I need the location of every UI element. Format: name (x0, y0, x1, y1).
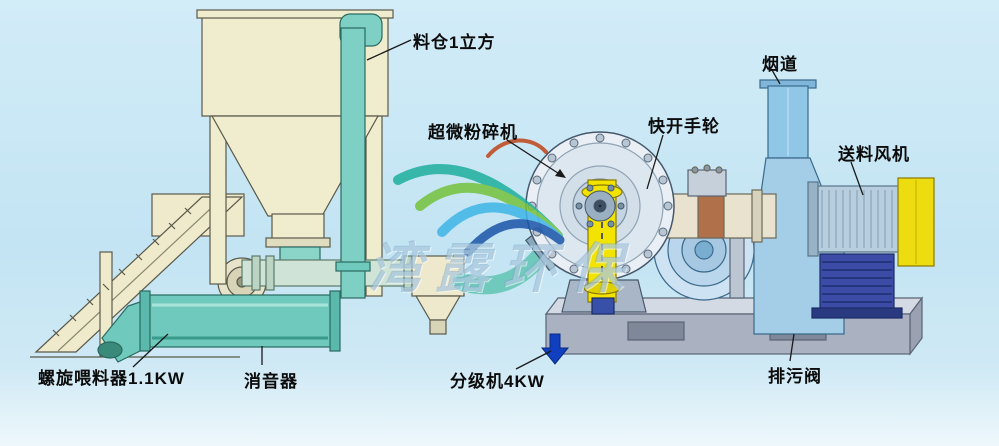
leader-lines (132, 39, 864, 370)
label-classifier: 分级机4KW (450, 372, 545, 391)
watermark-logo (393, 138, 565, 257)
label-drain-valve: 排污阀 (768, 367, 822, 386)
label-pulverizer: 超微粉碎机 (428, 123, 518, 142)
label-flue: 烟道 (762, 55, 798, 74)
label-feed-fan: 送料风机 (838, 145, 910, 164)
screw-feeder (30, 193, 267, 358)
outlet-pipe (613, 164, 777, 299)
label-muffler: 消音器 (244, 372, 298, 391)
muffler (97, 290, 341, 363)
feed-fan-motor (811, 253, 903, 319)
feed-fan (807, 177, 935, 319)
label-hopper: 料仓1立方 (413, 33, 496, 52)
label-screw-feeder: 螺旋喂料器1.1KW (38, 369, 185, 388)
flow-arrow (540, 333, 570, 365)
flue-duct (759, 79, 817, 159)
label-handwheel: 快开手轮 (648, 117, 720, 136)
quick-open-handwheel (687, 164, 727, 197)
pulverizer-hub (575, 184, 625, 228)
pipes (97, 13, 417, 363)
